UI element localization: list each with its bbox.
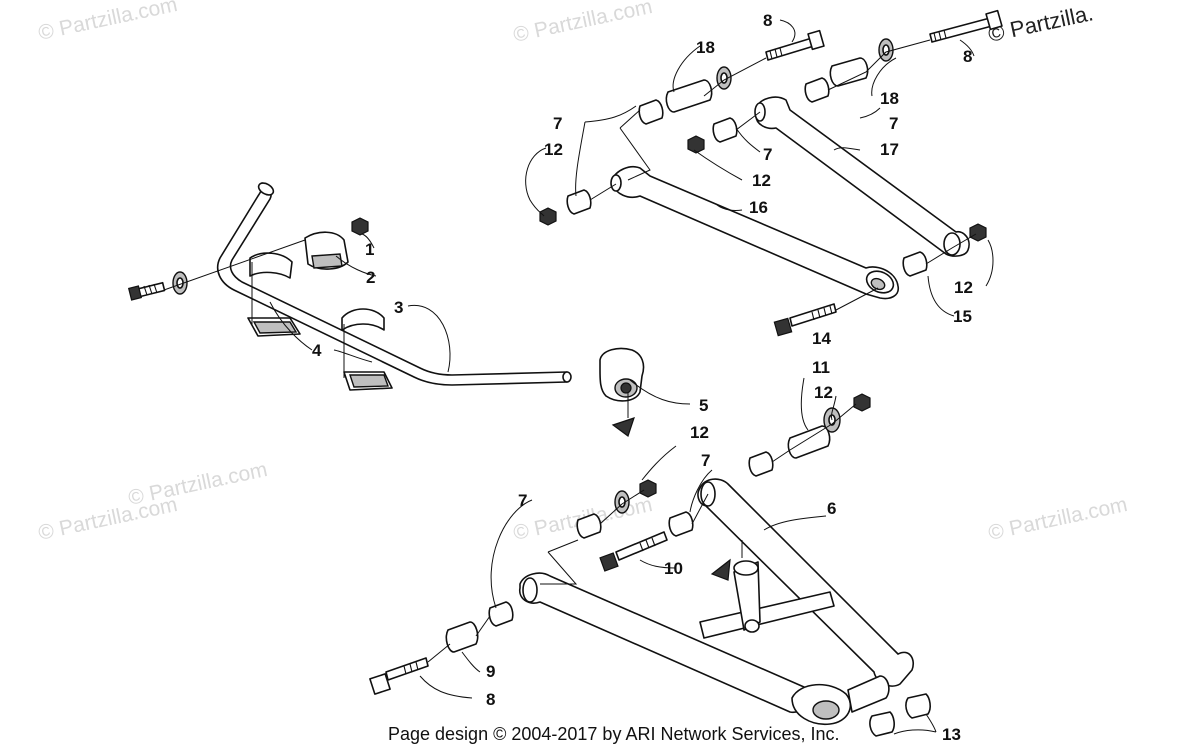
callout-5: 5: [699, 396, 708, 415]
callout-17: 17: [880, 140, 899, 159]
watermark-text: © Partzilla.com: [511, 0, 654, 47]
callout-9: 9: [486, 662, 495, 681]
callouts: 1 2 3 4 5 6 7 7 7 7 7 8 8 8 9 10 11 12 1…: [312, 11, 973, 744]
lower-a-arm-assembly: [369, 393, 931, 737]
callout-14: 14: [812, 329, 831, 348]
callout-3: 3: [394, 298, 403, 317]
watermark-text: © Partzilla.com: [986, 493, 1129, 545]
bolt-14: [773, 303, 837, 337]
callout-1: 1: [365, 240, 374, 259]
upper-a-arm-assembly: [539, 9, 1003, 337]
watermarks: © Partzilla.com © Partzilla.com © Partzi…: [36, 0, 1129, 545]
stabilizer-bar-assembly: [127, 182, 645, 437]
callout-12: 12: [544, 140, 563, 159]
callout-18: 18: [880, 89, 899, 108]
callout-18: 18: [696, 38, 715, 57]
bolt-8-upper-right: [929, 9, 1003, 43]
callout-16: 16: [749, 198, 768, 217]
link-bushing: [599, 347, 645, 402]
callout-7: 7: [763, 145, 772, 164]
bolt-8-lower: [369, 657, 429, 695]
callout-6: 6: [827, 499, 836, 518]
bolt-10: [599, 531, 668, 572]
bolt-8-upper-left: [765, 29, 825, 61]
callout-12: 12: [690, 423, 709, 442]
copyright-corner: © Partzilla.: [986, 0, 1096, 47]
callout-7: 7: [889, 114, 898, 133]
leader-lines: [269, 19, 994, 735]
callout-12: 12: [814, 383, 833, 402]
callout-12: 12: [954, 278, 973, 297]
callout-4: 4: [312, 341, 322, 360]
callout-8: 8: [486, 690, 495, 709]
callout-7: 7: [518, 491, 527, 510]
callout-10: 10: [664, 559, 683, 578]
callout-8: 8: [963, 47, 972, 66]
bolt-small: [127, 281, 166, 301]
callout-13: 13: [942, 725, 961, 744]
callout-7: 7: [553, 114, 562, 133]
watermark-text: © Partzilla.com: [126, 458, 269, 510]
callout-8: 8: [763, 11, 772, 30]
watermark-text: © Partzilla.com: [36, 0, 179, 45]
callout-11: 11: [812, 358, 830, 377]
callout-7: 7: [701, 451, 710, 470]
callout-12: 12: [752, 171, 771, 190]
footer-credit: Page design © 2004-2017 by ARI Network S…: [388, 724, 840, 744]
callout-15: 15: [953, 307, 972, 326]
callout-2: 2: [366, 268, 375, 287]
